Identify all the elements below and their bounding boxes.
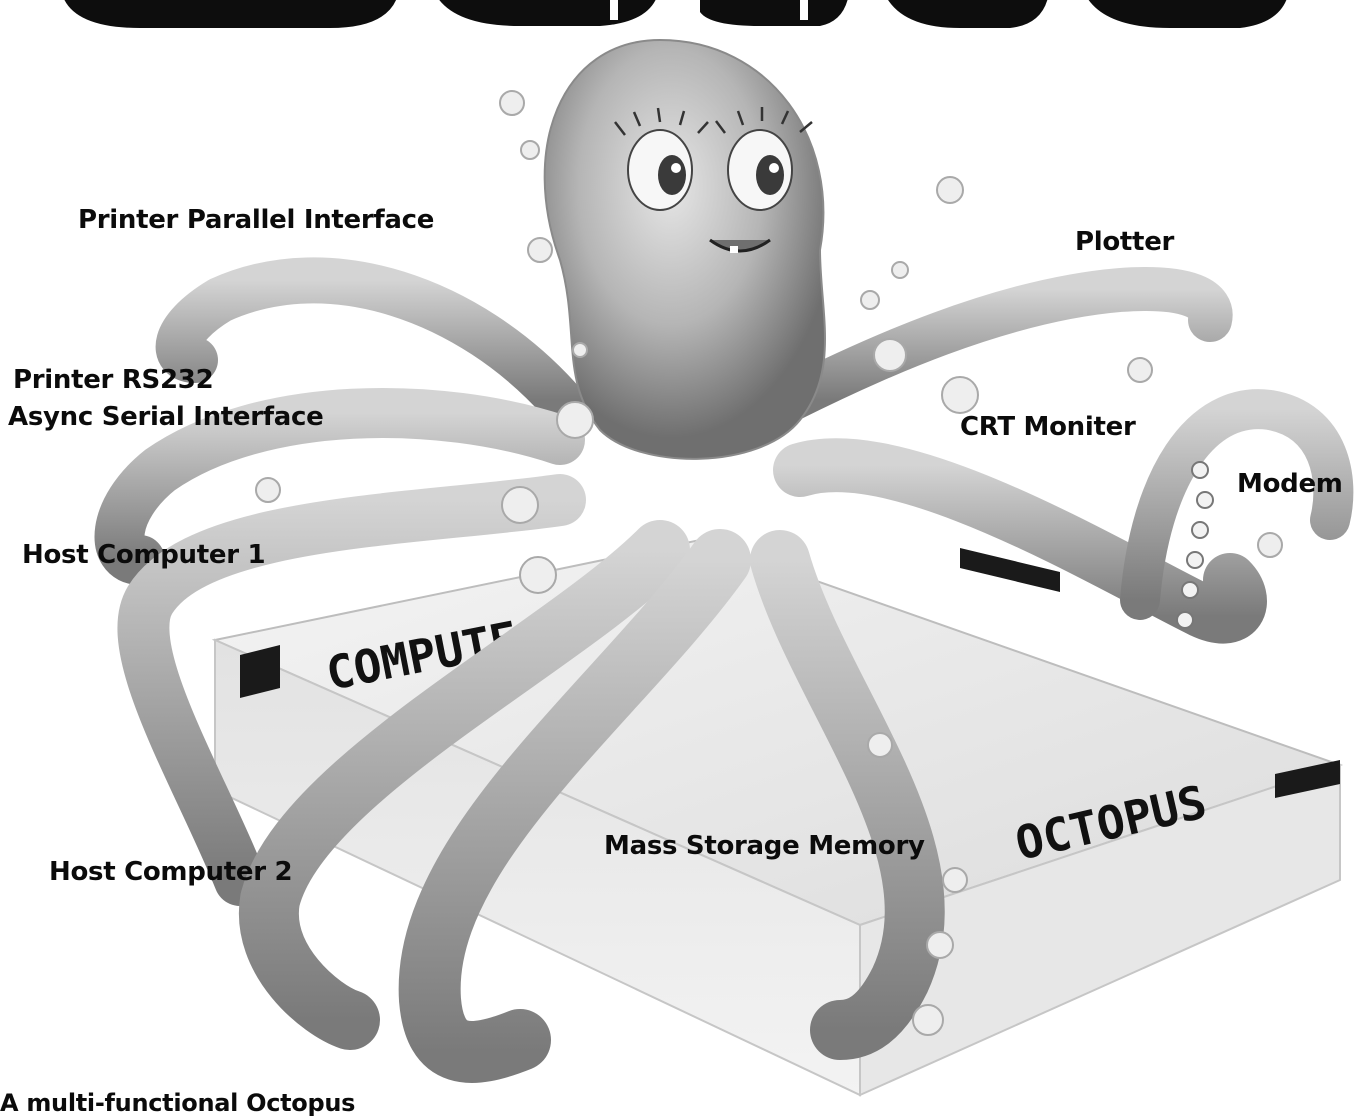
- label-printer-parallel: Printer Parallel Interface: [78, 206, 434, 236]
- label-plotter: Plotter: [1075, 228, 1174, 258]
- label-mass-storage: Mass Storage Memory: [604, 832, 925, 862]
- label-modem: Modem: [1237, 470, 1343, 500]
- label-crt-monitor: CRT Moniter: [960, 413, 1135, 443]
- headline-letters: [0, 0, 1372, 28]
- label-printer-rs232: Printer RS232: [13, 366, 213, 396]
- octopus-head: [545, 40, 825, 459]
- label-host-computer-1: Host Computer 1: [22, 541, 265, 571]
- tagline: A multi-functional Octopus: [0, 1090, 355, 1118]
- label-async-serial: Async Serial Interface: [8, 403, 324, 433]
- label-host-computer-2: Host Computer 2: [49, 858, 292, 888]
